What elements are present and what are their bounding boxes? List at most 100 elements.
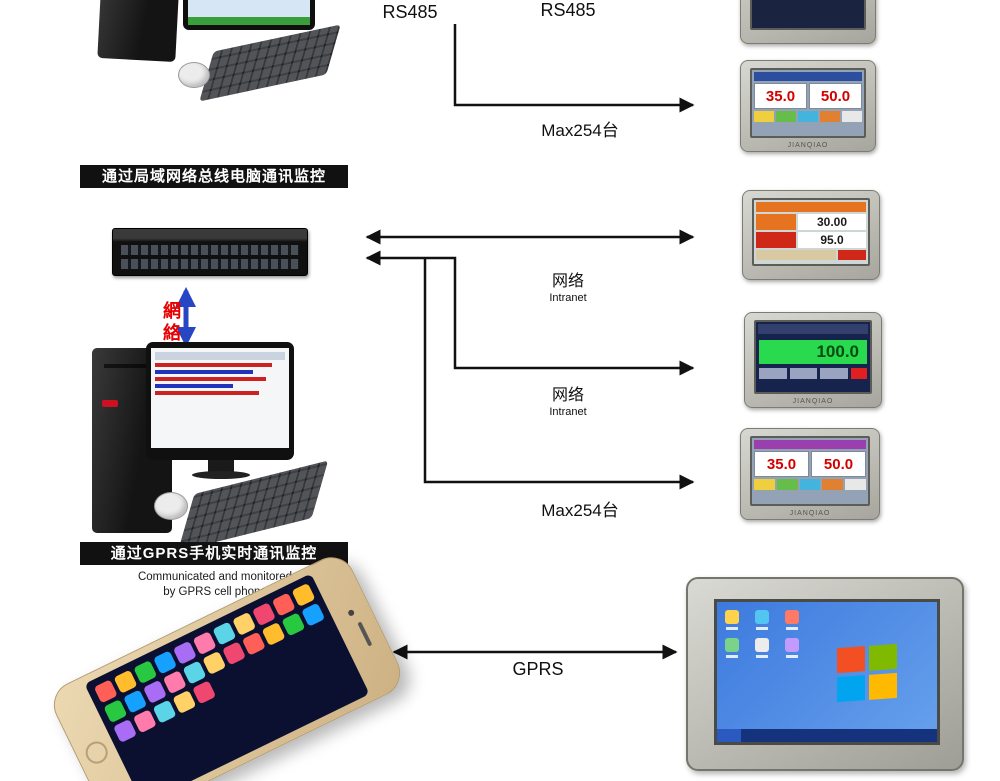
controller-panel-cropped <box>740 0 876 44</box>
panel-titlebar <box>758 324 868 334</box>
max254-label-lan: Max254台 <box>541 501 619 520</box>
panel-brand: JIANQIAO <box>787 142 829 149</box>
gprs-subtitle-line1: Communicated and monitored <box>137 571 293 583</box>
desktop-computer-lan-image <box>88 340 333 552</box>
app-icon <box>212 621 237 646</box>
controller-panel-lan-1: 30.00 95.0 <box>742 190 880 280</box>
lan-section-banner: 通过局域网络总线电脑通讯监控 <box>80 165 348 188</box>
app-icon <box>261 621 286 647</box>
app-icon <box>93 679 118 704</box>
gprs-subtitle-line2: by GPRS cell phone <box>163 586 267 598</box>
controller-panel-lan-2: 100.0 JIANQIAO <box>744 312 882 408</box>
speaker-icon <box>357 621 373 647</box>
pc-monitor-icon <box>183 0 315 30</box>
windows-logo-icon <box>837 643 897 703</box>
intranet-label-cn: 网络 <box>551 387 584 404</box>
desktop-icon <box>725 638 739 658</box>
desktop-icon <box>755 638 769 658</box>
mouse-icon <box>154 492 188 520</box>
app-icon <box>291 582 316 607</box>
camera-icon <box>347 608 356 617</box>
pc-tower-icon <box>97 0 181 62</box>
gprs-subtitle: Communicated and monitored by GPRS cell … <box>90 570 340 600</box>
brand-badge <box>102 400 118 407</box>
progress-value: 100.0 <box>816 342 859 361</box>
app-icon <box>192 680 217 705</box>
desktop-icon <box>785 610 799 630</box>
panel-titlebar <box>754 72 862 81</box>
controller-panel-lan-3: 35.0 50.0 JIANQIAO <box>740 428 880 520</box>
hmi-screen <box>714 599 940 745</box>
app-icon <box>113 669 138 694</box>
app-icon <box>172 689 197 715</box>
humidity-value: 50.0 <box>809 83 862 109</box>
setpoint-value: 30.00 <box>798 214 866 230</box>
intranet-label-en: Intranet <box>549 406 587 418</box>
app-icon <box>281 612 306 637</box>
network-vertical-label: 網絡 <box>161 301 181 345</box>
panel-buttons <box>754 111 862 122</box>
app-icon <box>123 689 148 714</box>
arrow-rs485-to-panel <box>453 24 695 113</box>
app-icon <box>172 640 197 665</box>
panel-screen: 100.0 <box>754 320 872 394</box>
desktop-icon <box>785 638 799 658</box>
desktop-icon <box>725 610 739 630</box>
panel-titlebar <box>756 202 866 212</box>
app-icon <box>222 641 247 666</box>
switch-ports-row <box>121 259 299 269</box>
taskbar <box>717 729 937 742</box>
gprs-label: GPRS <box>512 659 564 679</box>
app-icon <box>251 602 276 627</box>
hmi-touch-panel-image <box>686 577 964 771</box>
home-button-icon <box>81 737 112 768</box>
panel-buttons <box>759 368 868 379</box>
progress-bar: 100.0 <box>759 340 867 364</box>
phone-app-icons <box>84 573 370 781</box>
max254-label-top: Max254台 <box>541 121 619 140</box>
intranet-label-1: 网络 Intranet <box>508 267 628 304</box>
app-icon <box>241 631 266 656</box>
panel-screen: 30.00 95.0 <box>752 198 870 266</box>
rs485-label-1: RS485 <box>382 2 438 22</box>
panel-screen: 35.0 50.0 <box>750 68 866 138</box>
intranet-label-cn: 网络 <box>551 273 584 290</box>
switch-ports-row <box>121 245 299 255</box>
humidity-value: 50.0 <box>811 451 866 477</box>
network-switch-image <box>112 228 308 276</box>
app-icon <box>152 699 177 724</box>
panel-brand: JIANQIAO <box>792 398 834 405</box>
panel-buttons <box>754 479 866 490</box>
panel-brand: JIANQIAO <box>789 510 831 517</box>
controller-panel-rs485: 35.0 50.0 JIANQIAO <box>740 60 876 152</box>
app-icon <box>301 602 326 627</box>
panel-screen: 35.0 50.0 <box>750 436 870 506</box>
app-icon <box>113 718 138 743</box>
pc-monitor-icon <box>146 342 294 460</box>
app-icon <box>132 709 157 734</box>
panel-titlebar <box>754 440 866 449</box>
intranet-label-2: 网络 Intranet <box>508 381 628 418</box>
rs485-label-2: RS485 <box>540 0 596 20</box>
app-icon <box>271 592 296 617</box>
process-value: 95.0 <box>798 232 866 248</box>
app-icon <box>133 660 158 685</box>
gprs-section-banner: 通过GPRS手机实时通讯监控 <box>80 542 348 565</box>
temperature-value: 35.0 <box>754 451 809 477</box>
app-icon <box>202 650 227 675</box>
smartphone-image <box>45 549 409 781</box>
desktop-icon <box>755 610 769 630</box>
desktop-computer-top-image <box>92 0 342 110</box>
keyboard-icon <box>199 24 341 102</box>
app-icon <box>232 611 257 636</box>
app-icon <box>153 650 178 675</box>
mouse-icon <box>178 62 210 88</box>
app-icon <box>103 699 128 724</box>
temperature-value: 35.0 <box>754 83 807 109</box>
app-icon <box>162 670 187 695</box>
desktop-icons <box>725 610 803 658</box>
app-icon <box>192 631 217 656</box>
panel-run-button <box>838 250 866 260</box>
intranet-label-en: Intranet <box>549 292 587 304</box>
